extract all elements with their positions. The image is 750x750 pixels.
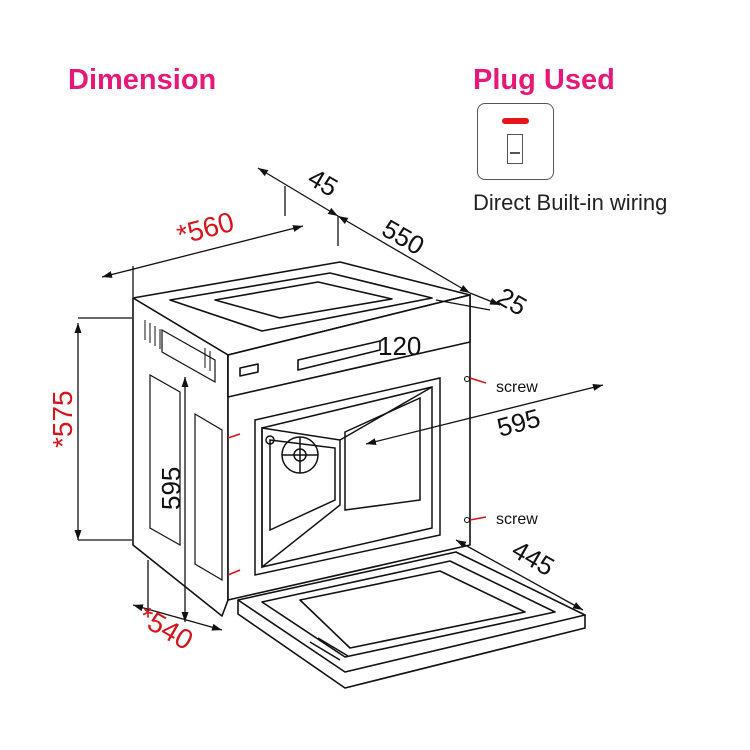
plug-switch-icon [507, 134, 523, 164]
dim-front-width-label: 595 [494, 403, 544, 443]
dim-door-depth-label: 445 [507, 534, 560, 582]
dim-front-height-label: 595 [156, 467, 186, 510]
dim-depth-top-label: 45 [303, 162, 343, 202]
dimension-title: Dimension [68, 64, 217, 96]
plug-used-title: Plug Used [473, 64, 615, 96]
dim-depth-front-label: 25 [492, 281, 532, 321]
screw-top-label: screw [496, 379, 538, 396]
plug-caption: Direct Built-in wiring [473, 190, 668, 215]
plug-indicator-light [502, 118, 529, 124]
dim-height-cutout-label: *575 [47, 390, 78, 448]
dim-panel-height-label: 120 [378, 331, 421, 361]
screw-bottom-label: screw [496, 511, 538, 528]
wiring-plug-icon [477, 103, 554, 180]
dim-width-cutout-label: *560 [174, 206, 238, 251]
dimension-lines [74, 167, 604, 631]
dim-depth-body-label: 550 [377, 213, 430, 261]
oven-side-details [144, 320, 223, 582]
screw-markers [227, 377, 487, 576]
dim-depth-cutout-label: *540 [133, 600, 198, 656]
